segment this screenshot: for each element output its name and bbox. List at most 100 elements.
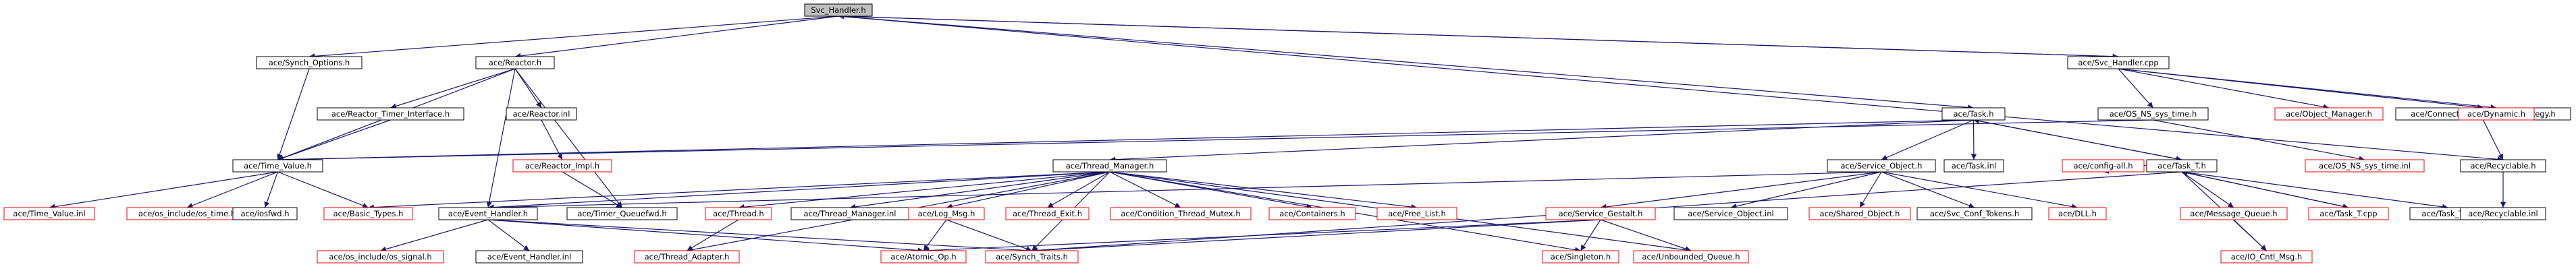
node-box <box>1808 207 1911 220</box>
node-box <box>804 3 873 17</box>
node-svc-conf-tokens-h[interactable]: ace/Svc_Conf_Tokens.h <box>1916 207 2033 220</box>
node-thread-manager-inl[interactable]: ace/Thread_Manager.inl <box>790 207 909 220</box>
node-box <box>2308 207 2389 220</box>
edge-thread_manager_h-to-log_msg_h <box>946 171 1110 210</box>
node-box <box>2180 207 2288 220</box>
node-box <box>317 250 444 264</box>
node-os-include-os-signal-h[interactable]: ace/os_include/os_signal.h <box>317 250 444 264</box>
node-event-handler-h[interactable]: ace/Event_Handler.h <box>438 207 538 220</box>
node-dynamic-h[interactable]: ace/Dynamic.h <box>2458 107 2535 121</box>
node-label: ace/Time_Value.h <box>244 161 312 171</box>
edge-service_object_h-to-service_gestalt_h <box>1600 171 1882 210</box>
edge-event_handler_h-to-os_include_os_signal_h <box>380 219 489 252</box>
node-service-object-h[interactable]: ace/Service_Object.h <box>1827 159 1936 173</box>
node-box <box>475 56 555 69</box>
node-label: ace/OS_NS_sys_time.inl <box>2319 161 2411 171</box>
edge-svc_handler_h-to-synch_options_h <box>308 16 839 59</box>
node-label: ace/Thread_Adapter.h <box>645 252 730 261</box>
node-reactor-timer-interface-h[interactable]: ace/Reactor_Timer_Interface.h <box>317 107 464 121</box>
node-box <box>1005 207 1090 220</box>
edge-service_gestalt_h-to-atomic_op_h <box>923 219 1601 253</box>
node-basic-types-h[interactable]: ace/Basic_Types.h <box>323 207 413 220</box>
node-object-manager-h[interactable]: ace/Object_Manager.h <box>2274 107 2384 121</box>
node-thread-exit-h[interactable]: ace/Thread_Exit.h <box>1005 207 1090 220</box>
node-box <box>475 250 583 264</box>
node-dll-h[interactable]: ace/DLL.h <box>2048 207 2107 220</box>
node-label: ace/OS_NS_sys_time.h <box>2110 109 2197 119</box>
node-task-t-h[interactable]: ace/Task_T.h <box>2146 159 2218 173</box>
node-synch-options-h[interactable]: ace/Synch_Options.h <box>256 56 363 69</box>
edge-service_gestalt_h-to-unbounded_queue_h <box>1600 219 1692 252</box>
node-label: ace/Timer_Queuefwd.h <box>577 209 666 218</box>
node-box <box>2146 159 2218 173</box>
node-shared-object-h[interactable]: ace/Shared_Object.h <box>1808 207 1911 220</box>
node-os-include-os-time-h[interactable]: ace/os_include/os_time.h <box>126 207 248 220</box>
node-reactor-h[interactable]: ace/Reactor.h <box>475 56 555 69</box>
node-box <box>705 207 772 220</box>
edge-thread_manager_h-to-free_list_h <box>1109 171 1418 210</box>
node-label: ace/Time_Value.inl <box>13 209 85 218</box>
edge-thread_manager_h-to-basic_types_h <box>368 171 1110 210</box>
node-svc-handler-cpp[interactable]: ace/Svc_Handler.cpp <box>2067 56 2170 69</box>
node-message-queue-h[interactable]: ace/Message_Queue.h <box>2180 207 2288 220</box>
node-iosfwd-h[interactable]: ace/iosfwd.h <box>232 207 298 220</box>
node-service-object-inl[interactable]: ace/Service_Object.inl <box>1673 207 1788 220</box>
node-label: ace/Svc_Handler.cpp <box>2078 58 2158 67</box>
node-reactor-inl[interactable]: ace/Reactor.inl <box>506 107 577 121</box>
node-recyclable-h[interactable]: ace/Recyclable.h <box>2460 159 2546 173</box>
node-box <box>2048 207 2107 220</box>
edge-reactor_h-to-reactor_timer_interface_h <box>390 68 516 109</box>
node-os-ns-sys-time-h[interactable]: ace/OS_NS_sys_time.h <box>2097 107 2209 121</box>
node-label: ace/Thread.h <box>713 209 763 218</box>
node-atomic-op-h[interactable]: ace/Atomic_Op.h <box>880 250 967 264</box>
node-box <box>2220 250 2313 264</box>
node-service-gestalt-h[interactable]: ace/Service_Gestalt.h <box>1545 207 1656 220</box>
node-free-list-h[interactable]: ace/Free_List.h <box>1376 207 1457 220</box>
node-io-cntl-msg-h[interactable]: ace/IO_Cntl_Msg.h <box>2220 250 2313 264</box>
node-config-all-h[interactable]: ace/config-all.h <box>2062 159 2145 173</box>
node-os-ns-sys-time-inl[interactable]: ace/OS_NS_sys_time.inl <box>2305 159 2425 173</box>
edge-time_value_h-to-iosfwd_h <box>264 171 279 208</box>
edge-task_t_h-to-task_h <box>1973 118 2182 160</box>
node-singleton-h[interactable]: ace/Singleton.h <box>1542 250 1619 264</box>
node-event-handler-inl[interactable]: ace/Event_Handler.inl <box>475 250 583 264</box>
node-box <box>2067 56 2170 69</box>
node-task-h[interactable]: ace/Task.h <box>1941 107 2006 121</box>
node-box <box>438 207 538 220</box>
node-label: ace/Recyclable.h <box>2470 161 2535 171</box>
edge-thread_h-to-thread_adapter_h <box>687 219 739 251</box>
node-label: ace/Thread_Manager.inl <box>804 209 896 218</box>
node-synch-traits-h[interactable]: ace/Synch_Traits.h <box>985 250 1079 264</box>
node-reactor-impl-h[interactable]: ace/Reactor_Impl.h <box>512 159 612 173</box>
node-label: ace/Singleton.h <box>1551 252 1611 261</box>
node-thread-adapter-h[interactable]: ace/Thread_Adapter.h <box>634 250 740 264</box>
node-condition-thread-mutex-h[interactable]: ace/Condition_Thread_Mutex.h <box>1110 207 1252 220</box>
node-box <box>1827 159 1936 173</box>
node-thread-h[interactable]: ace/Thread.h <box>705 207 772 220</box>
edge-task_t_h-to-message_queue_h <box>2181 171 2234 208</box>
node-box <box>232 207 298 220</box>
node-box <box>512 159 612 173</box>
node-time-value-inl[interactable]: ace/Time_Value.inl <box>3 207 95 220</box>
edge-service_gestalt_h-to-singleton_h <box>1580 219 1601 251</box>
node-containers-h[interactable]: ace/Containers.h <box>1268 207 1356 220</box>
node-timer-queuefwd-h[interactable]: ace/Timer_Queuefwd.h <box>566 207 678 220</box>
edge-service_object_h-to-event_handler_h <box>487 171 1882 210</box>
node-unbounded-queue-h[interactable]: ace/Unbounded_Queue.h <box>1633 250 1749 264</box>
node-label: ace/Thread_Manager.h <box>1066 161 1154 171</box>
edge-event_handler_h-to-synch_traits_h <box>487 219 1032 253</box>
node-label: ace/Unbounded_Queue.h <box>1642 252 1740 261</box>
node-box <box>2460 207 2546 220</box>
node-box <box>908 207 985 220</box>
node-box <box>2460 159 2546 173</box>
node-task-t-cpp[interactable]: ace/Task_T.cpp <box>2308 207 2389 220</box>
edge-thread_manager_h-to-thread_manager_inl <box>849 171 1110 210</box>
node-task-inl[interactable]: ace/Task.inl <box>1943 159 2004 173</box>
node-recyclable-inl[interactable]: ace/Recyclable.inl <box>2460 207 2546 220</box>
node-log-msg-h[interactable]: ace/Log_Msg.h <box>908 207 985 220</box>
node-thread-manager-h[interactable]: ace/Thread_Manager.h <box>1052 159 1167 173</box>
node-label: ace/Task.inl <box>1952 161 1996 171</box>
node-svc-handler-h: Svc_Handler.h <box>804 3 873 17</box>
edge-thread_manager_h-to-thread_exit_h <box>1047 171 1110 208</box>
node-time-value-h[interactable]: ace/Time_Value.h <box>232 159 323 173</box>
